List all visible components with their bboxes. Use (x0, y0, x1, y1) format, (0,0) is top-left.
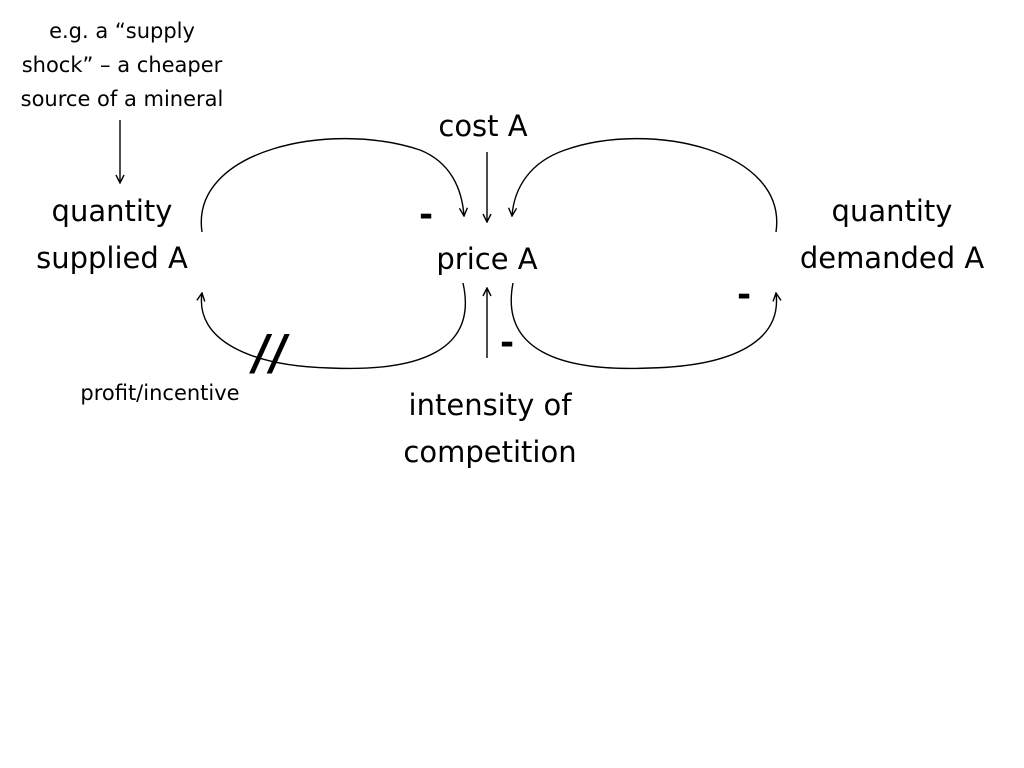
node-quantity-demanded: quantity demanded A (799, 194, 985, 275)
price-to-demand-arrow (510, 282, 776, 370)
sign-price-to-demand: - (737, 275, 752, 315)
node-price: price A (436, 242, 538, 276)
node-cost: cost A (438, 109, 528, 143)
price-to-supply-arrow (201, 282, 466, 370)
node-competition: intensity of competition (403, 388, 577, 469)
sign-supply-to-price: - (419, 195, 434, 235)
demand-to-price-arrow (512, 138, 778, 233)
sign-competition-to-price: - (500, 323, 515, 363)
supply-to-price-arrow (200, 138, 464, 233)
node-quantity-supplied: quantity supplied A (36, 194, 188, 275)
profit-incentive-label: profit/incentive (80, 381, 240, 405)
supply-shock-note: e.g. a “supply shock” – a cheaper source… (20, 19, 224, 111)
